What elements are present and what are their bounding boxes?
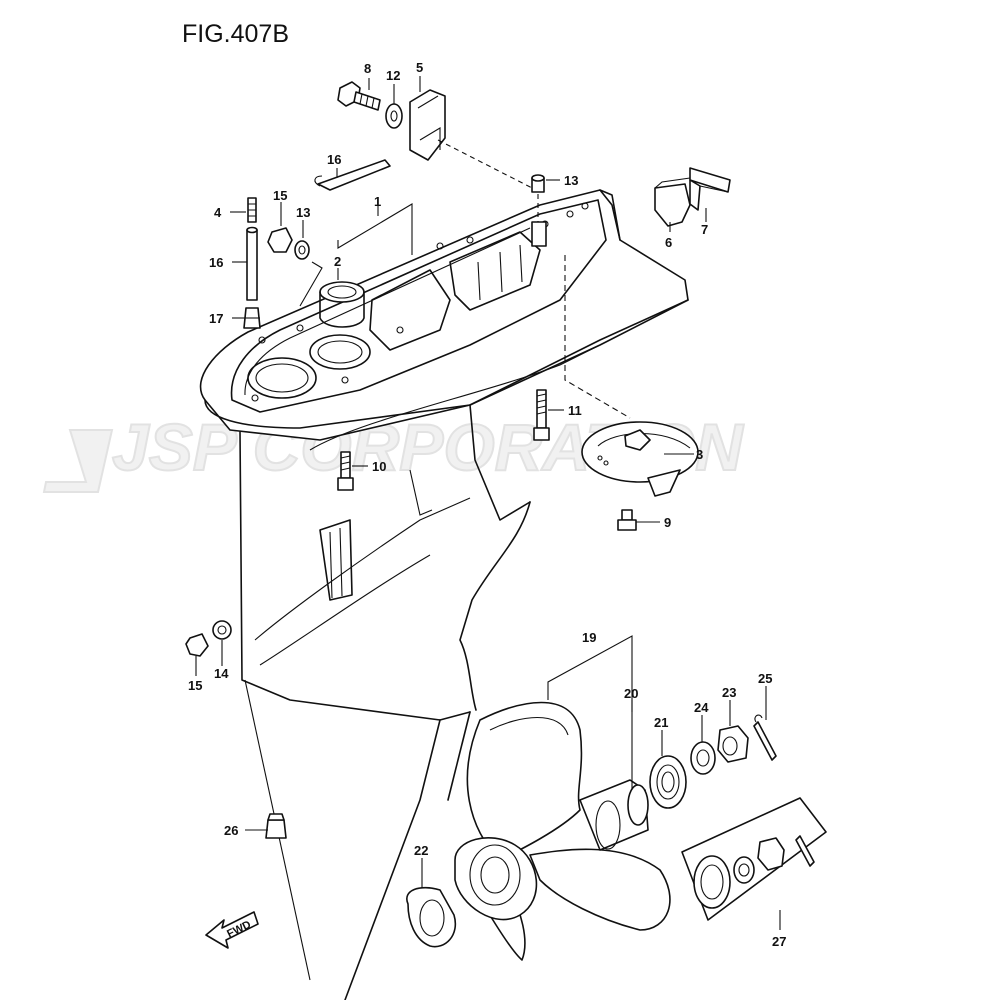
callout-13-upper[interactable]: 13 xyxy=(296,205,310,220)
callout-21[interactable]: 21 xyxy=(654,715,668,730)
leader-lines xyxy=(195,76,781,930)
callout-15-lower[interactable]: 15 xyxy=(188,678,202,693)
part-24-washer[interactable] xyxy=(690,741,716,775)
callout-25[interactable]: 25 xyxy=(758,671,772,686)
part-23-nut[interactable] xyxy=(717,725,749,763)
part-14-pin[interactable] xyxy=(531,174,547,247)
part-22-thrust-washer[interactable] xyxy=(406,886,457,948)
callout-23[interactable]: 23 xyxy=(722,685,736,700)
callout-1[interactable]: 1 xyxy=(374,194,381,209)
part-10-bolt[interactable] xyxy=(337,451,354,491)
part-18-strap[interactable] xyxy=(314,159,391,191)
callout-19[interactable]: 19 xyxy=(582,630,596,645)
part-25-cotter-pin[interactable] xyxy=(753,714,777,761)
callout-6[interactable]: 6 xyxy=(665,235,672,250)
callout-18[interactable]: 16 xyxy=(327,152,341,167)
callout-15-upper[interactable]: 15 xyxy=(273,188,287,203)
part-9-bolt[interactable] xyxy=(617,509,637,531)
callout-13-lower[interactable]: 14 xyxy=(214,666,229,681)
part-13-gasket-upper[interactable] xyxy=(294,240,310,260)
part-6-cover[interactable] xyxy=(654,177,691,227)
part-15-plug-lower[interactable] xyxy=(185,633,209,657)
callout-12[interactable]: 12 xyxy=(386,68,400,83)
part-15-plug-upper[interactable] xyxy=(267,227,293,253)
callout-4[interactable]: 4 xyxy=(214,205,222,220)
propeller-19[interactable] xyxy=(454,701,671,961)
part-11-bolt[interactable] xyxy=(533,389,550,441)
bracket-19 xyxy=(547,635,633,790)
leader-plug-deck xyxy=(299,261,323,307)
part-5-anode[interactable] xyxy=(409,89,541,193)
callout-27[interactable]: 27 xyxy=(772,934,786,949)
callout-labels: 8 12 5 16 13 4 15 13 1 2 16 17 6 7 11 10… xyxy=(188,60,786,949)
callout-14[interactable]: 13 xyxy=(564,173,578,188)
callout-22[interactable]: 22 xyxy=(414,843,428,858)
callout-10[interactable]: 10 xyxy=(372,459,386,474)
callout-20[interactable]: 20 xyxy=(624,686,638,701)
callout-8[interactable]: 8 xyxy=(364,61,371,76)
callout-17[interactable]: 17 xyxy=(209,311,223,326)
callout-16[interactable]: 16 xyxy=(209,255,223,270)
part-26-plug[interactable] xyxy=(265,813,287,839)
part-8-bolt[interactable] xyxy=(337,81,381,111)
part-17-grommet[interactable] xyxy=(243,307,261,329)
part-12-washer[interactable] xyxy=(385,103,403,129)
figure-title: FIG.407B xyxy=(182,20,289,48)
callout-7[interactable]: 7 xyxy=(701,222,708,237)
part-7-plate[interactable] xyxy=(689,167,731,211)
part-3-trim-tab[interactable] xyxy=(581,421,699,497)
callout-3[interactable]: 3 xyxy=(696,447,703,462)
part-16-tube[interactable] xyxy=(246,226,258,301)
callout-5[interactable]: 5 xyxy=(416,60,423,75)
callout-2[interactable]: 2 xyxy=(334,254,341,269)
bracket-1 xyxy=(337,203,413,255)
callout-26[interactable]: 26 xyxy=(224,823,238,838)
callout-9[interactable]: 9 xyxy=(664,515,671,530)
watermark-logo-icon xyxy=(42,429,114,493)
part-21-bushing[interactable] xyxy=(649,755,687,809)
callout-11[interactable]: 11 xyxy=(568,403,582,418)
part-27-kit[interactable] xyxy=(681,797,827,921)
fwd-arrow-icon: FWD xyxy=(205,911,259,949)
part-13-gasket-lower[interactable] xyxy=(212,620,232,640)
gear-case-housing[interactable] xyxy=(199,189,689,1000)
fwd-label: FWD xyxy=(225,919,253,941)
part-4-fitting[interactable] xyxy=(247,197,257,223)
callout-24[interactable]: 24 xyxy=(694,700,709,715)
